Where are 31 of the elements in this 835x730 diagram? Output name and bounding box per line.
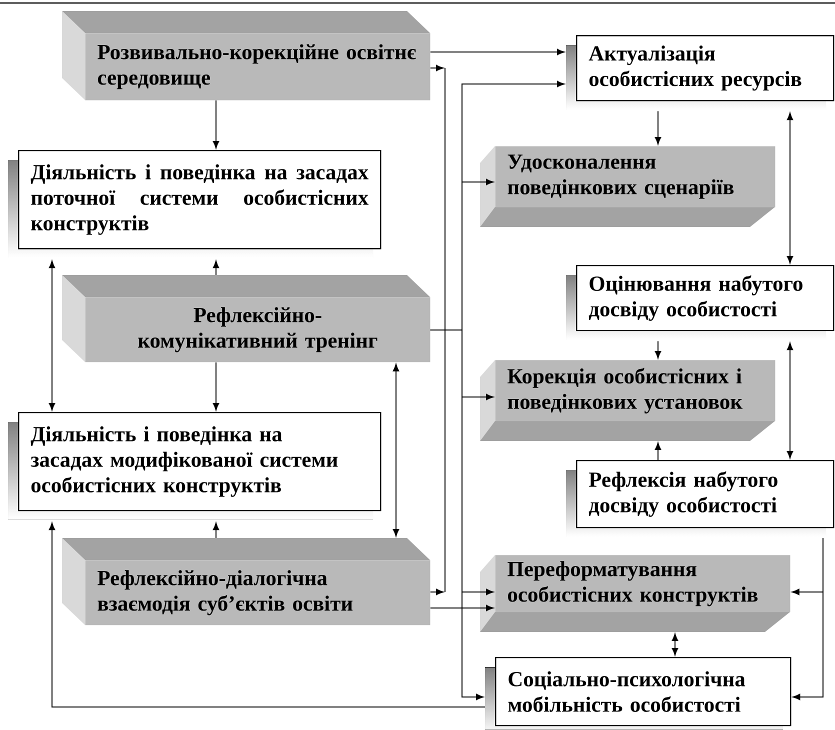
process-box: Актуалізація особистісних ресурсів [566,35,834,110]
arrow [786,112,794,264]
arrow [430,64,444,72]
arrow [430,588,444,596]
arrow [792,538,824,700]
arrow [212,100,220,148]
process-box: Соціально-психологічна мобільність особистості [485,656,792,730]
process-box: Діяльність і поведінка на засадах поточної системи особистісних конструктів [8,150,382,258]
arrow [672,633,678,656]
arrow [654,442,662,460]
process-box: Оцінювання набутого досвіду особистості [566,264,834,340]
process-box: Діяльність і поведінка на засадах модифікованої системи особистісних конструктів [8,412,382,520]
arrow [48,522,486,708]
arrow [48,260,56,410]
3d-block: Переформатування особистісних конструктів [480,554,790,632]
arrow [212,522,220,538]
arrow [212,260,220,276]
3d-block: Удосконалення поведінкових сценаріїв [480,146,776,227]
arrow [786,342,794,458]
arrow [430,329,484,700]
3d-block: Корекція особистісних і поведінкових установок [480,360,776,441]
arrow [654,340,662,358]
arrow [430,604,494,612]
3d-block: Розвивально-корекційне освітнє середовище [62,10,430,100]
arrow [392,364,400,536]
3d-block: Рефлексійно-комунікативний тренінг [62,274,430,362]
arrow [212,362,220,410]
process-box: Рефлексія набутого досвіду особистості [566,460,834,537]
3d-block: Рефлексійно-діалогічна взаємодія суб’єктів освіти [62,538,430,626]
arrow [654,110,662,144]
arrow [430,48,564,56]
